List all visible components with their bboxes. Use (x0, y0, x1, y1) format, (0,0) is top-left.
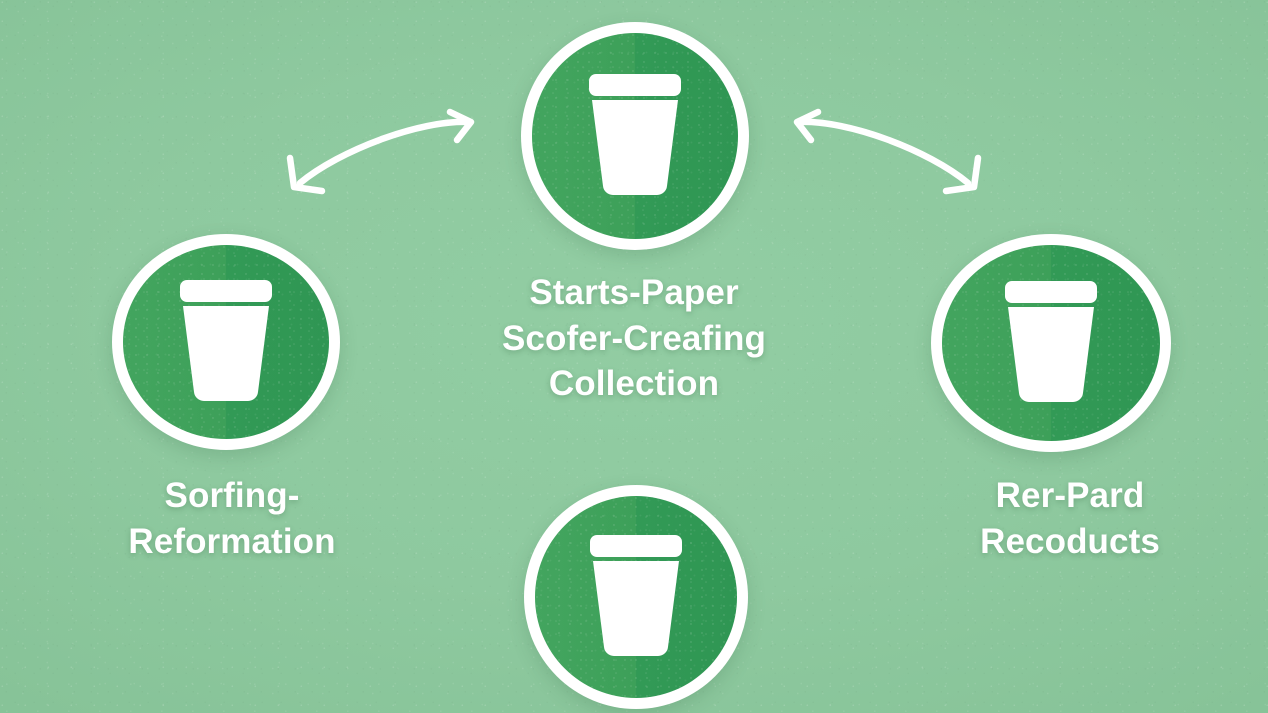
node-circle-right[interactable] (931, 234, 1171, 452)
node-circle-fill (123, 245, 329, 439)
recycling-bin-icon (590, 535, 682, 657)
node-circle-fill (535, 496, 737, 698)
node-circle-fill (532, 33, 738, 239)
recycling-bin-icon (180, 280, 272, 402)
node-label-right: Rer-Pard Recoducts (980, 476, 1160, 561)
recycling-bin-icon (589, 74, 681, 196)
node-circle-fill (942, 245, 1160, 441)
node-circle-left[interactable] (112, 234, 340, 450)
node-label-left: Sorfing- Reformation (128, 476, 336, 561)
node-circle-top[interactable] (521, 22, 749, 250)
node-label-top: Starts-Paper Scofer-Creafing Collection (501, 273, 767, 403)
recycling-bin-icon (1005, 281, 1097, 403)
node-circle-bottom[interactable] (524, 485, 748, 709)
